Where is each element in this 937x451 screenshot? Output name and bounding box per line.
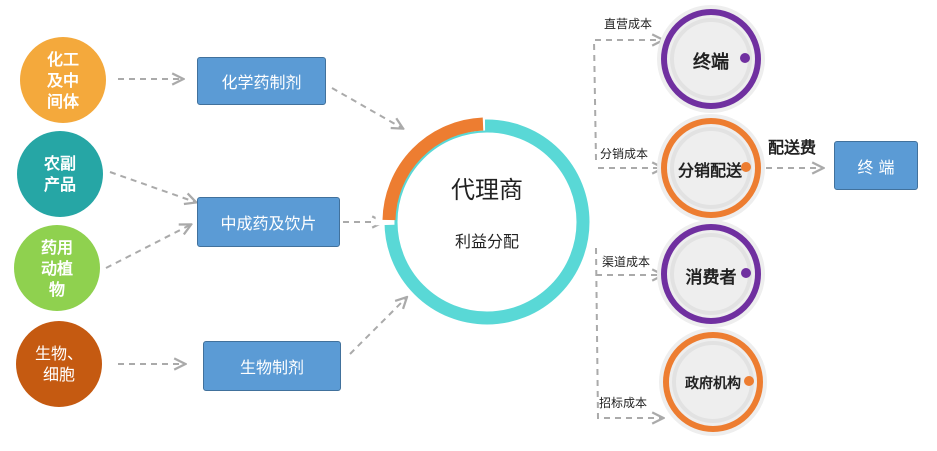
node-terminal-dot (740, 53, 750, 63)
cost-label-direct: 直营成本 (604, 17, 653, 31)
center-title: 代理商 (451, 176, 523, 204)
product-biologics: 生物制剂 (203, 341, 341, 391)
center-subtitle: 利益分配 (454, 232, 519, 251)
channel-ring-terminal (657, 5, 765, 113)
source-label: 农副 产品 (43, 154, 76, 194)
product-label: 化学药制剂 (221, 73, 302, 92)
source-label: 药用 动植 物 (40, 237, 73, 299)
agent-ring (375, 111, 590, 325)
source-medicinal-plants: 药用 动植 物 (14, 225, 100, 311)
node-terminal-label: 终端 (693, 52, 729, 73)
product-label: 中成药及饮片 (220, 214, 317, 233)
source-label: 化工 及中 间体 (46, 49, 79, 111)
source-agricultural: 农副 产品 (17, 131, 103, 217)
cost-label-distribution: 分销成本 (600, 147, 649, 161)
cost-label-channel: 渠道成本 (602, 255, 651, 269)
source-chemicals: 化工 及中 间体 (20, 37, 106, 123)
source-label: 生物、 细胞 (34, 344, 83, 384)
cost-label-tender: 招标成本 (599, 396, 648, 410)
product-label: 生物制剂 (239, 358, 304, 377)
delivery-fee-label: 配送费 (768, 138, 817, 157)
delivery-target-terminal: 终 端 (834, 141, 918, 190)
source-biological: 生物、 细胞 (16, 321, 102, 407)
node-distribution-dot (741, 162, 751, 172)
node-government-dot (744, 376, 754, 386)
node-distribution-label: 分销配送 (677, 161, 742, 180)
delivery-target-label: 终 端 (857, 157, 895, 177)
node-consumer-label: 消费者 (685, 268, 737, 288)
dashed-connectors (105, 40, 822, 418)
product-tcm: 中成药及饮片 (197, 197, 340, 247)
product-chemical-drugs: 化学药制剂 (197, 57, 326, 105)
node-consumer-dot (741, 268, 751, 278)
channel-ring-distribution (657, 114, 765, 222)
node-government-label: 政府机构 (685, 376, 741, 392)
